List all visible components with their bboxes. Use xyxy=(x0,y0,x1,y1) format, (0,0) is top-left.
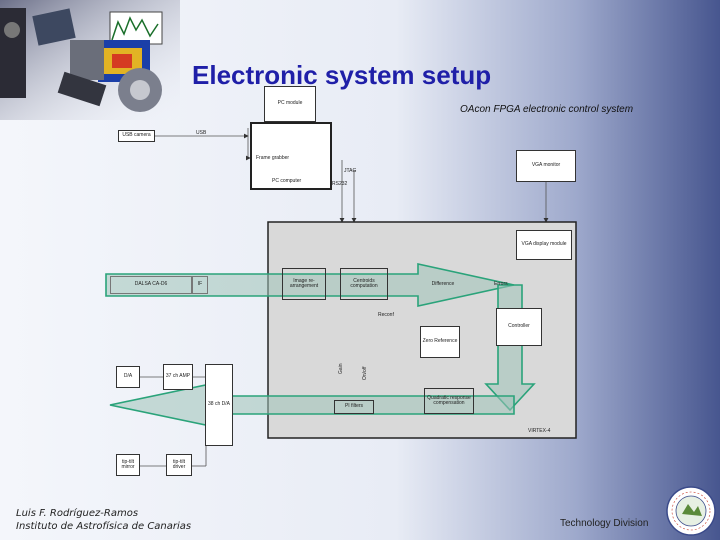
usb-label: USB xyxy=(196,130,207,136)
division-label: Technology Division xyxy=(560,518,649,529)
difference-box: Difference xyxy=(431,281,455,288)
pi-filters-box: PI filters xyxy=(334,400,374,414)
institute-name: Instituto de Astrofísica de Canarias xyxy=(16,520,192,532)
da-box: D/A xyxy=(116,366,140,388)
usb-camera-box: USB camera xyxy=(118,130,155,142)
on-off-label: On/off xyxy=(362,366,368,380)
telescope-collage-image xyxy=(0,0,180,120)
vga-display-box: VGA display module xyxy=(516,230,572,260)
iac-logo-icon xyxy=(666,486,716,536)
pc-computer-label: PC computer xyxy=(272,177,302,184)
reconf-label: Reconf xyxy=(378,312,394,318)
slide-title: Electronic system setup xyxy=(192,60,492,90)
zero-reference-box: Zero Reference xyxy=(420,326,460,358)
errors-label: Errors xyxy=(494,281,508,287)
pc-computer-box: Frame grabber PC computer xyxy=(250,122,332,190)
image-rearrangement-box: Image re-arrangement xyxy=(282,268,326,300)
amp-box: 37 ch AMP xyxy=(163,364,193,390)
quadratic-compensation-box: Quadratic response compensation xyxy=(424,388,474,414)
diagram-subtitle: OAcon FPGA electronic control system xyxy=(460,104,634,115)
virtex-label: VIRTEX-4 xyxy=(528,428,551,434)
vga-monitor-box: VGA monitor xyxy=(516,150,576,182)
controller-box: Controller xyxy=(496,308,542,346)
tiptilt-driver-box: tip-tilt driver xyxy=(166,454,192,476)
centroids-computation-box: Centroids computation xyxy=(340,268,388,300)
if-box: IF xyxy=(192,276,208,294)
dalsa-camera-box: DALSA CA-D6 xyxy=(110,276,192,294)
tiptilt-mirror-box: tip-tilt mirror xyxy=(116,454,140,476)
author-block: Luis F. Rodríguez-Ramos Instituto de Ast… xyxy=(16,508,191,533)
jtag-label: JTAG xyxy=(344,168,357,174)
pc-module-box: PC module xyxy=(264,86,316,122)
gain-label: Gain xyxy=(338,363,344,374)
author-name: Luis F. Rodríguez-Ramos xyxy=(16,508,139,519)
rs232-label: RS232 xyxy=(332,181,348,187)
frame-grabber-label: Frame grabber xyxy=(256,155,290,161)
ch-da-box: 38 ch D/A xyxy=(205,364,233,446)
